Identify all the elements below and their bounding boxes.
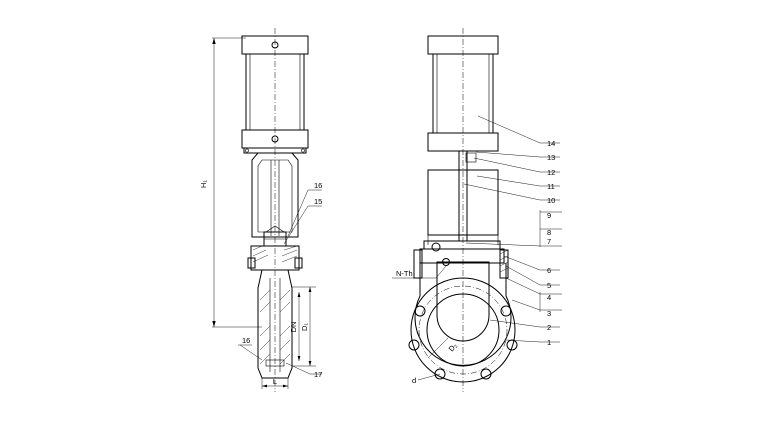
part-8-label: 8 [547,228,551,237]
n-th-label: N-Th [396,269,413,278]
r-body-lug-right [499,249,509,279]
d1-label: D₁ [300,323,309,331]
r-flange-outer [410,277,516,383]
part-13-label: 13 [547,153,555,162]
part-6-label: 6 [547,266,551,275]
dn-label: DN [289,322,298,333]
part-12-label: 12 [547,168,555,177]
r-bolt-hole-4 [506,339,518,351]
part-11-label: 11 [547,182,555,191]
part-2-label: 2 [547,323,551,332]
r-stem-coupling [465,152,477,163]
r-gland-nut-left [431,242,441,252]
part-17-label: 17 [314,370,322,379]
part-5-label: 5 [547,281,551,290]
flange-nut-left [245,148,249,153]
flange-nut-right [301,148,305,153]
gland-bolt-left [247,257,256,269]
part-16-top-label: 16 [314,181,322,190]
r-bolt-hole-2 [500,305,512,317]
left-side-view: H₁ [199,28,322,392]
r-packing-gland [423,240,501,250]
d-small-label: d [412,376,416,385]
part-16-bottom-label: 16 [242,336,250,345]
r-bore [426,293,500,367]
r-yoke [427,169,499,236]
r-bolt-circle [418,285,508,375]
r-gate-plate [436,261,490,342]
part-4-label: 4 [547,293,551,302]
h1-arrow-top [212,38,216,44]
r-bolt-hole-3 [408,339,420,351]
h1-label: H₁ [199,180,208,188]
l-label: L [273,377,277,386]
part-1-label: 1 [547,338,551,347]
r-bolt-hole-5 [434,368,446,380]
r-bonnet [419,248,505,264]
part-10-label: 10 [547,196,555,205]
h1-arrow-bottom [212,321,216,327]
part-3-label: 3 [547,309,551,318]
r-valve-body [414,263,512,366]
yoke-bracket-outer [251,152,299,238]
part-14-label: 14 [547,139,555,148]
yoke-bracket-inner [257,159,293,233]
part-9-label: 9 [547,211,551,220]
r-bolt-hole-6 [480,368,492,380]
part-15-label: 15 [314,197,322,206]
d-bolt-label: D₂ [447,341,459,353]
r-body-lug-left [413,249,423,279]
right-front-view: D₂ d N-Th [392,28,562,392]
gland-bolt-right [294,257,303,269]
r-bolt-hole-1 [414,305,426,317]
part-7-label: 7 [547,237,551,246]
